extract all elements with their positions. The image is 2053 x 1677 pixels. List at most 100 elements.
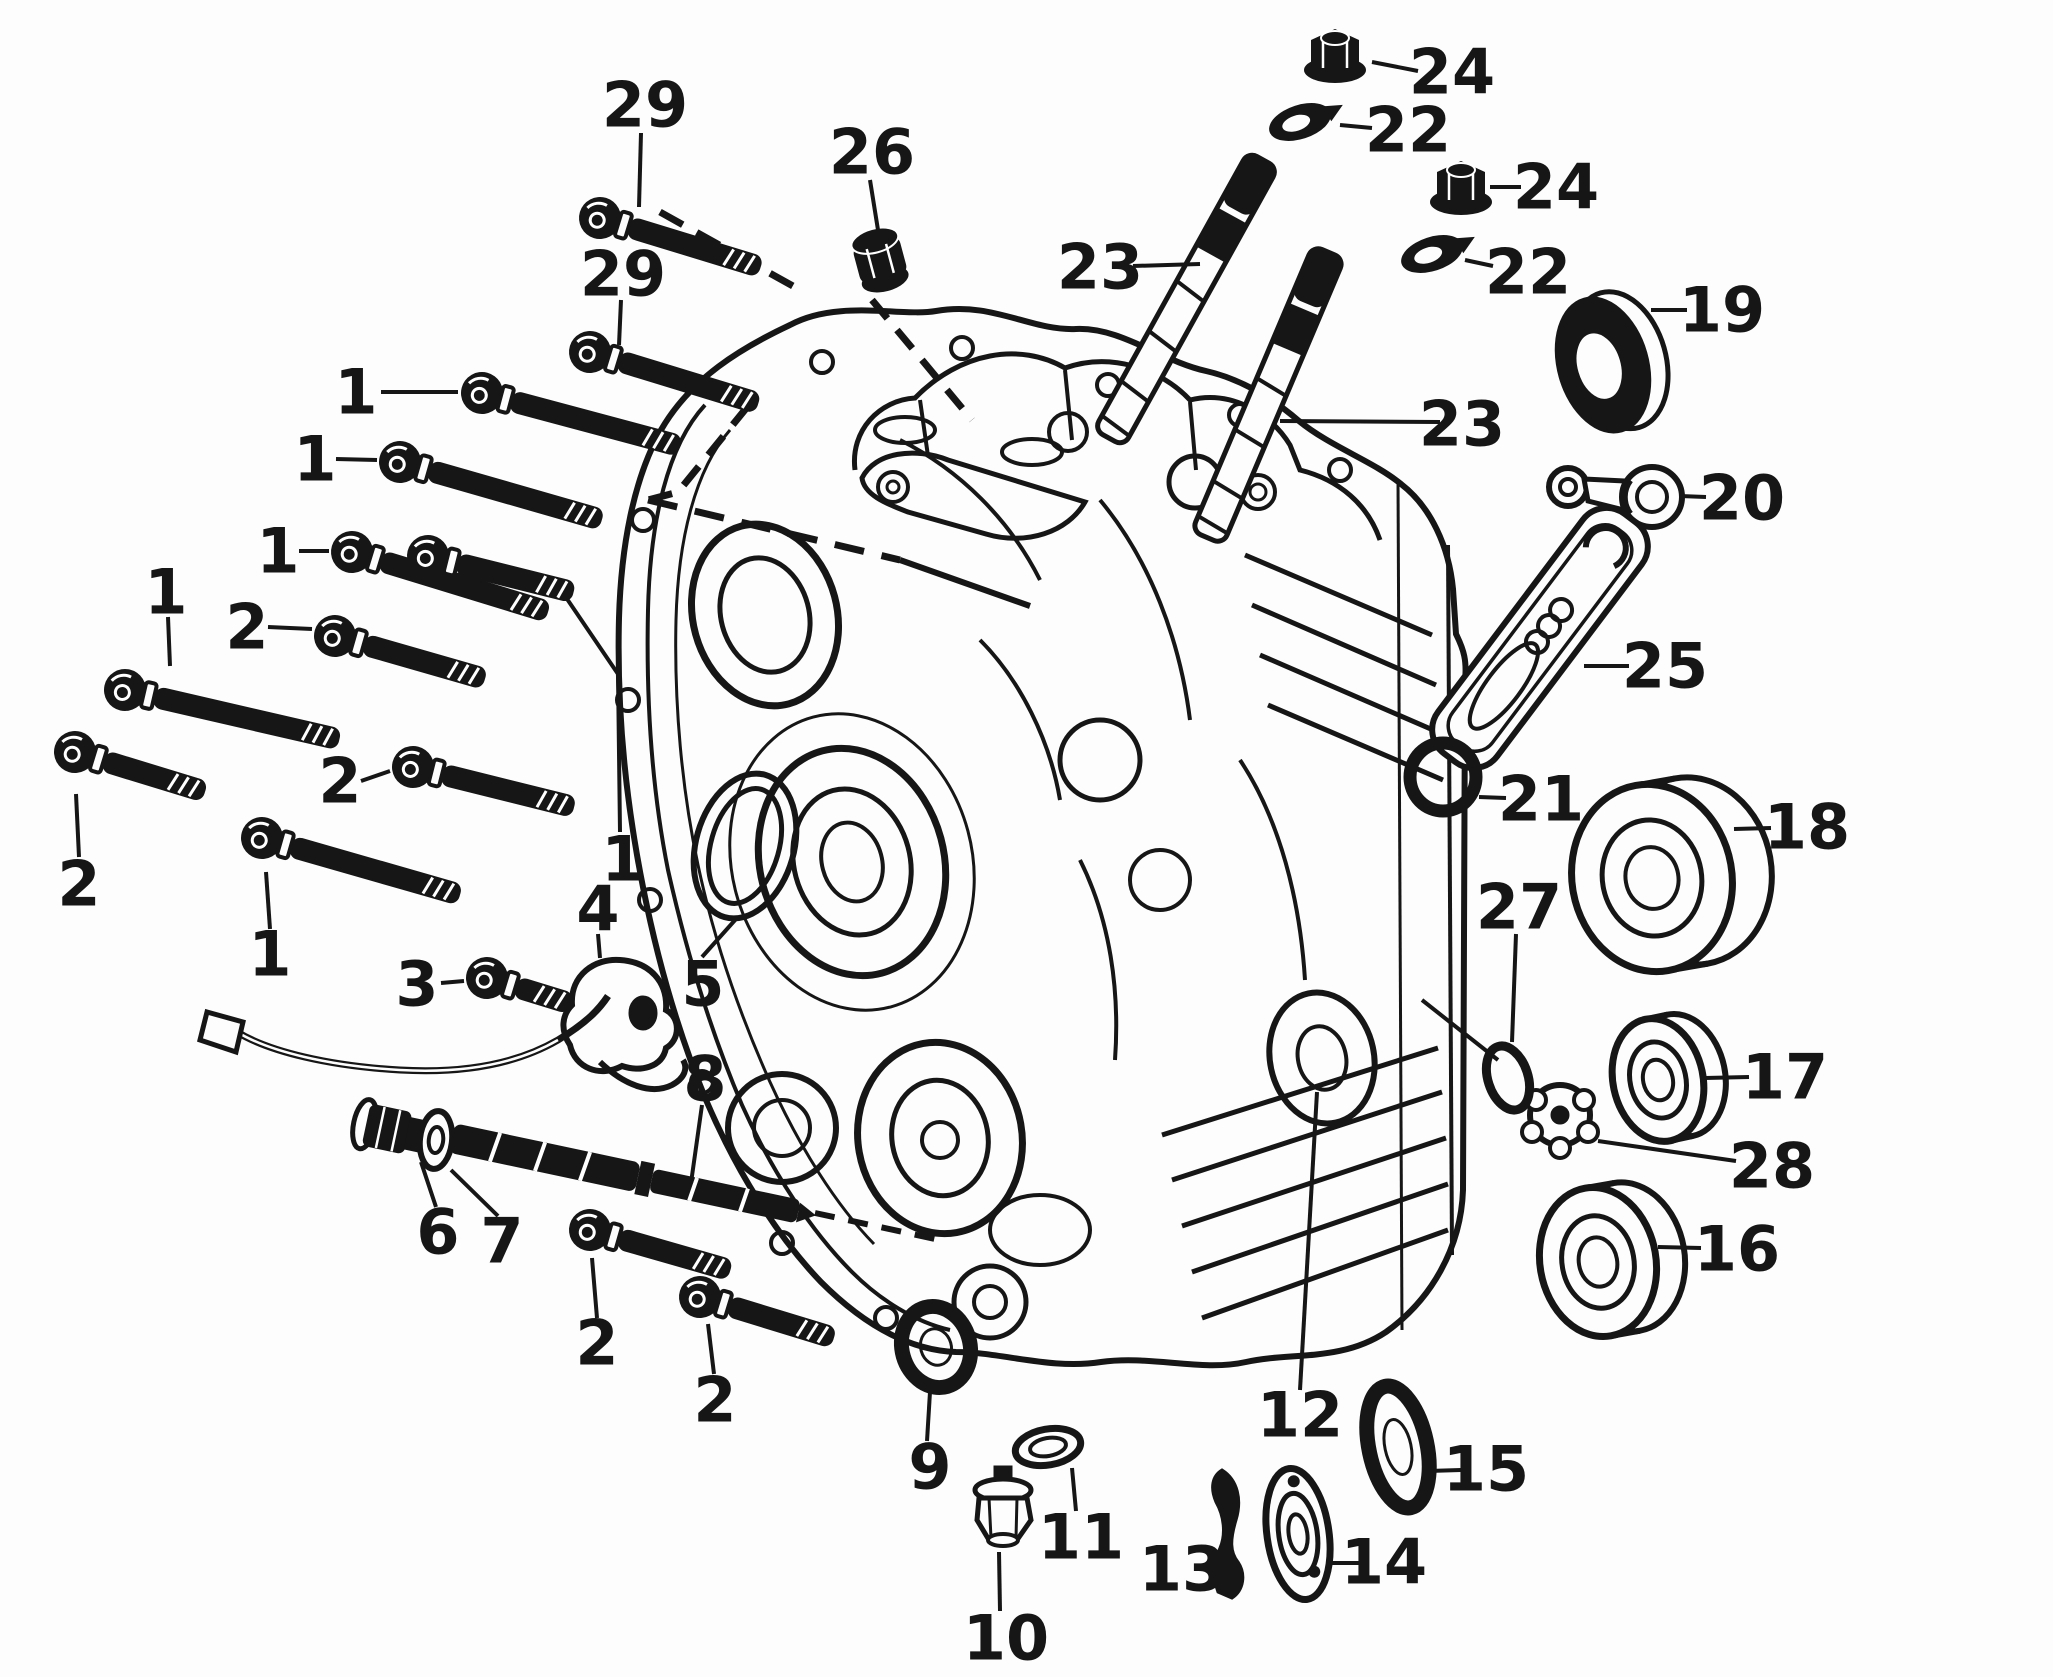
part-oil-pipe-8 [450,1124,816,1223]
callout-24: 24 [1371,36,1495,109]
part-lock-washer-22 [1269,103,1343,141]
part-flange-bolt-2 [392,746,575,816]
part-detent-plate-25 [1429,504,1651,772]
part-retainer-ring-14 [1262,1465,1334,1603]
part-ball-bearing-16 [1535,1179,1689,1341]
callout-number-26: 26 [829,116,915,189]
callout-number-18: 18 [1764,791,1850,864]
callout-number-10: 10 [963,1602,1049,1675]
callout-number-9: 9 [908,1431,951,1504]
part-flange-bolt-2 [314,615,486,688]
part-union-bolt-6 [350,1097,426,1154]
callout-25: 25 [1584,630,1708,703]
callout-2: 2 [575,1257,619,1380]
callout-number-27: 27 [1476,871,1562,944]
callout-24: 24 [1490,151,1599,224]
callout-13: 13 [1139,1533,1227,1606]
part-nut-26 [850,226,909,293]
callout-number-2: 2 [575,1307,618,1380]
callout-number-1: 1 [248,918,291,991]
part-stud-23 [1192,246,1344,544]
callout-23: 23 [1279,388,1505,461]
callout-number-22: 22 [1485,236,1571,309]
callout-number-21: 21 [1498,763,1584,836]
callout-2: 2 [693,1323,737,1437]
callout-2: 2 [318,745,391,818]
bolt-holes [615,335,1353,1331]
part-ball-bearing-18 [1568,774,1775,976]
callout-number-2: 2 [225,591,268,664]
part-o-ring-11 [1011,1424,1085,1470]
callout-1: 1 [293,423,378,496]
callout-number-24: 24 [1513,151,1599,224]
callout-number-29: 29 [602,69,688,142]
callout-number-23: 23 [1057,231,1143,304]
callout-4: 4 [576,873,620,959]
part-spline-bushing-28 [1520,1082,1600,1160]
callout-16: 16 [1657,1213,1780,1286]
part-o-ring-21 [1403,736,1483,818]
part-flange-bolt-1 [407,535,575,602]
callout-number-17: 17 [1742,1041,1828,1114]
callout-number-1: 1 [601,823,644,896]
part-ball-bearing-17 [1608,1010,1729,1145]
callout-3: 3 [395,948,465,1021]
callout-17: 17 [1704,1041,1828,1114]
callout-number-2: 2 [693,1364,736,1437]
callout-number-7: 7 [480,1205,523,1278]
callout-14: 14 [1331,1526,1427,1599]
part-stud-23 [1095,152,1277,446]
callout-1: 1 [256,515,329,588]
callout-number-22: 22 [1365,94,1451,167]
callout-22: 22 [1339,94,1451,167]
callout-22: 22 [1464,236,1571,309]
callout-number-2: 2 [318,745,361,818]
callout-11: 11 [1038,1467,1124,1574]
callout-21: 21 [1478,763,1584,836]
part-flange-bolt-2 [54,731,207,801]
callout-number-15: 15 [1443,1433,1529,1506]
callout-number-8: 8 [683,1043,726,1116]
part-flange-bolt-29 [579,197,762,276]
callout-number-16: 16 [1694,1213,1780,1286]
callout-number-4: 4 [576,873,619,946]
callout-28: 28 [1597,1130,1815,1203]
callout-1: 1 [144,556,188,667]
callout-9: 9 [908,1391,952,1504]
callout-number-23: 23 [1419,388,1505,461]
callout-1: 1 [561,591,645,896]
callout-number-11: 11 [1038,1501,1124,1574]
callout-number-24: 24 [1409,36,1495,109]
part-oil-seal-19 [1554,289,1671,434]
part-flange-bolt-2 [679,1276,835,1347]
part-flange-bolt-2 [569,1209,732,1279]
callout-23: 23 [1057,231,1201,304]
callout-1: 1 [334,356,458,429]
callout-number-28: 28 [1729,1130,1815,1203]
callout-10: 10 [963,1551,1049,1675]
part-grommet-4 [560,956,680,1074]
callout-number-3: 3 [395,948,438,1021]
callout-2: 2 [57,793,101,921]
part-flange-bolt-1 [379,441,603,529]
callout-12: 12 [1257,1091,1343,1452]
callout-20: 20 [1679,462,1785,535]
callout-27: 27 [1476,871,1562,1043]
callout-6: 6 [416,1161,460,1269]
part-flange-nut-24 [1304,29,1366,83]
callout-1: 1 [248,871,292,991]
part-flange-bolt-1 [461,372,681,455]
callout-number-19: 19 [1679,274,1765,347]
callout-number-1: 1 [334,356,377,429]
part-oil-seal-15 [1359,1378,1437,1516]
part-flange-bolt-1 [104,669,341,749]
part-flange-bolt-3 [466,957,573,1013]
callout-18: 18 [1733,791,1850,864]
part-washer-7 [416,1108,456,1172]
callout-5: 5 [681,917,738,1021]
callout-number-13: 13 [1139,1533,1225,1606]
callout-number-1: 1 [293,423,336,496]
part-flange-bolt-1 [241,817,461,904]
wire-harness [197,994,689,1092]
